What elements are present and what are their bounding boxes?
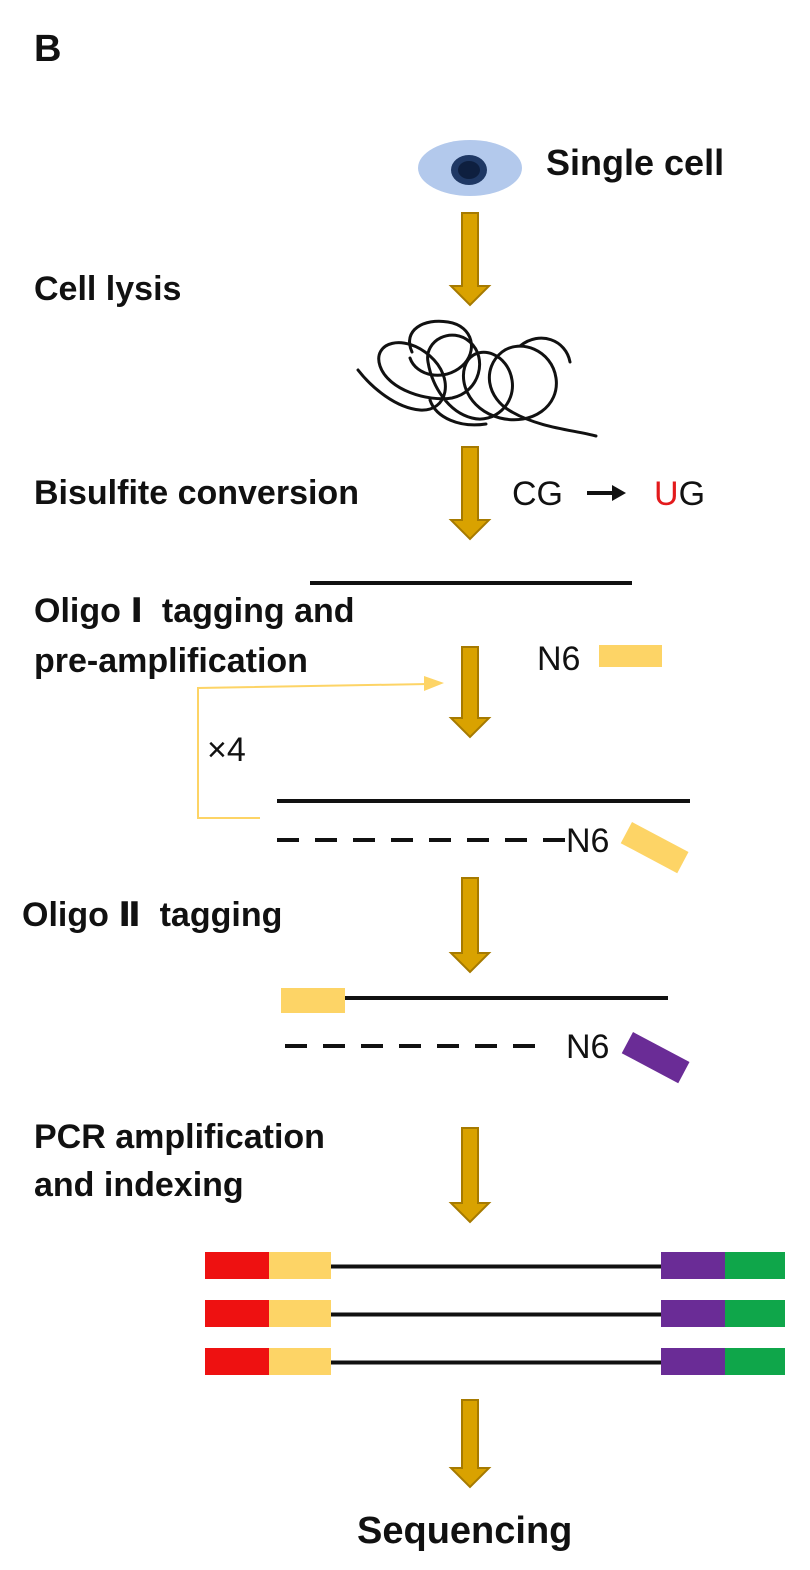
unchanged-base-g: G [678, 475, 706, 513]
n6-label-top: N6 [537, 640, 581, 678]
oligo1-adapter [269, 1348, 331, 1375]
repeat-loop [197, 676, 444, 819]
index-adapter-right [725, 1348, 785, 1375]
conversion-from-label: CG [512, 475, 563, 513]
pcr-label-line1: PCR amplification [34, 1118, 325, 1156]
index-adapter-left [205, 1252, 269, 1279]
converted-base-u: U [654, 475, 679, 513]
down-arrow-5 [448, 1127, 492, 1224]
index-adapter-right [725, 1252, 785, 1279]
library-molecules [205, 1252, 785, 1375]
single-cell-icon [418, 140, 522, 196]
down-arrow-3 [448, 646, 492, 739]
n6-label-mid: N6 [566, 822, 610, 860]
library-molecule [205, 1348, 785, 1375]
down-arrow-1 [448, 212, 492, 307]
oligo1-adapter [269, 1252, 331, 1279]
bisulfite-conversion-label: Bisulfite conversion [34, 474, 359, 512]
oligo1-tagging-label-line2: pre-amplification [34, 642, 308, 680]
index-adapter-right [725, 1300, 785, 1327]
tangled-dna-icon [356, 319, 598, 438]
library-molecule [205, 1300, 785, 1327]
conversion-to-label: UG [654, 477, 705, 511]
oligo1-adapter [269, 1300, 331, 1327]
oligo2-adapter [661, 1300, 725, 1327]
oligo1-tagging-label-line1: Oligo Ⅰ tagging and [34, 592, 355, 630]
n6-label-low: N6 [566, 1028, 610, 1066]
oligo2-adapter [661, 1252, 725, 1279]
index-adapter-left [205, 1348, 269, 1375]
oligo2-tag [621, 1032, 690, 1084]
single-cell-label: Single cell [546, 142, 725, 183]
index-adapter-left [205, 1300, 269, 1327]
panel-label: B [34, 28, 62, 70]
repeat-count-label: ×4 [207, 731, 246, 769]
oligo1-tag-mid [620, 822, 689, 874]
oligo2-tagging-label: Oligo Ⅱ tagging [22, 896, 283, 934]
down-arrow-6 [448, 1399, 492, 1489]
library-molecule [205, 1252, 785, 1279]
conversion-arrow [587, 485, 626, 501]
oligo1-tag-top [599, 645, 662, 667]
down-arrow-4 [448, 877, 492, 974]
oligo1-tag-low [281, 988, 345, 1013]
sequencing-label: Sequencing [357, 1510, 573, 1552]
down-arrow-2 [448, 446, 492, 541]
oligo2-adapter [661, 1348, 725, 1375]
pcr-label-line2: and indexing [34, 1166, 244, 1204]
cell-lysis-label: Cell lysis [34, 270, 182, 308]
